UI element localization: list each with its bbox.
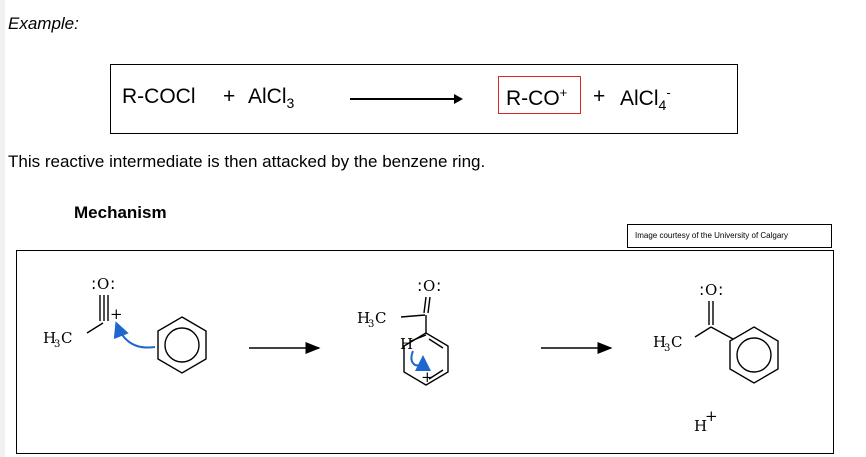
reaction-arrow — [350, 98, 456, 100]
product-tetrachloroaluminate: AlCl4- — [620, 85, 671, 114]
oxygen-lone-pair-right: : — [110, 274, 115, 293]
example-label: Example: — [8, 14, 79, 33]
equation-box: R-COCl + AlCl3 R-CO+ + AlCl4- — [110, 64, 738, 134]
ring-positive-charge: + — [421, 368, 434, 386]
methyl-bond — [86, 322, 104, 334]
proton-h: H — [694, 417, 707, 435]
oxygen-atom-2: O — [423, 277, 435, 295]
cyclohexadienyl-ring — [403, 332, 449, 386]
mechanism-svg: : O : + H 3 C : O : H 3 C — [43, 274, 779, 435]
positive-charge: + — [110, 305, 123, 323]
benzene-ring — [157, 316, 207, 374]
methyl-c: C — [61, 329, 72, 347]
image-credit: Image courtesy of the University of Calg… — [627, 224, 832, 248]
oxygen-lone-pair-right-3: : — [718, 280, 723, 299]
mechanism-title: Mechanism — [74, 203, 167, 222]
curved-electron-arrow-2 — [410, 350, 431, 372]
acylium-highlight-box — [498, 76, 581, 114]
acylium-ion-structure: : O : + H 3 C — [43, 274, 123, 350]
explanation-sentence: This reactive intermediate is then attac… — [8, 152, 486, 171]
methyl-sub: 3 — [54, 339, 60, 350]
oxygen-lone-pair-left: : — [91, 274, 96, 293]
reaction-arrow-head — [454, 94, 463, 104]
plus-sign: + — [223, 85, 236, 108]
oxygen-atom-3: O — [705, 281, 717, 299]
methyl-h: H — [43, 329, 56, 347]
methyl-c-3: C — [671, 333, 682, 351]
curved-electron-arrow-1 — [113, 321, 156, 349]
methyl-sub-2: 3 — [368, 319, 374, 330]
oxygen-lone-pair-right-2: : — [436, 276, 441, 295]
arenium-intermediate: : O : H 3 C H + — [357, 276, 449, 386]
acylbenzene-product: : O : H 3 C H + — [653, 280, 779, 435]
methyl-h-3: H — [653, 333, 666, 351]
oxygen-lone-pair-left-2: : — [417, 276, 422, 295]
reactant-aluminum-chloride: AlCl3 — [248, 85, 295, 112]
oxygen-lone-pair-left-3: : — [699, 280, 704, 299]
plus-sign-2: + — [593, 85, 606, 108]
methyl-c-2: C — [375, 309, 386, 327]
methyl-h-2: H — [357, 309, 370, 327]
reactant-acyl-chloride: R-COCl — [122, 85, 196, 108]
methyl-sub-3: 3 — [664, 343, 670, 354]
proton-charge: + — [705, 407, 718, 425]
mechanism-diagram: : O : + H 3 C : O : H 3 C — [16, 250, 834, 454]
oxygen-atom: O — [97, 275, 109, 293]
left-margin-strip — [0, 0, 5, 457]
product-benzene-ring — [729, 326, 779, 384]
product-acylium-ion: R-CO+ — [506, 85, 568, 110]
